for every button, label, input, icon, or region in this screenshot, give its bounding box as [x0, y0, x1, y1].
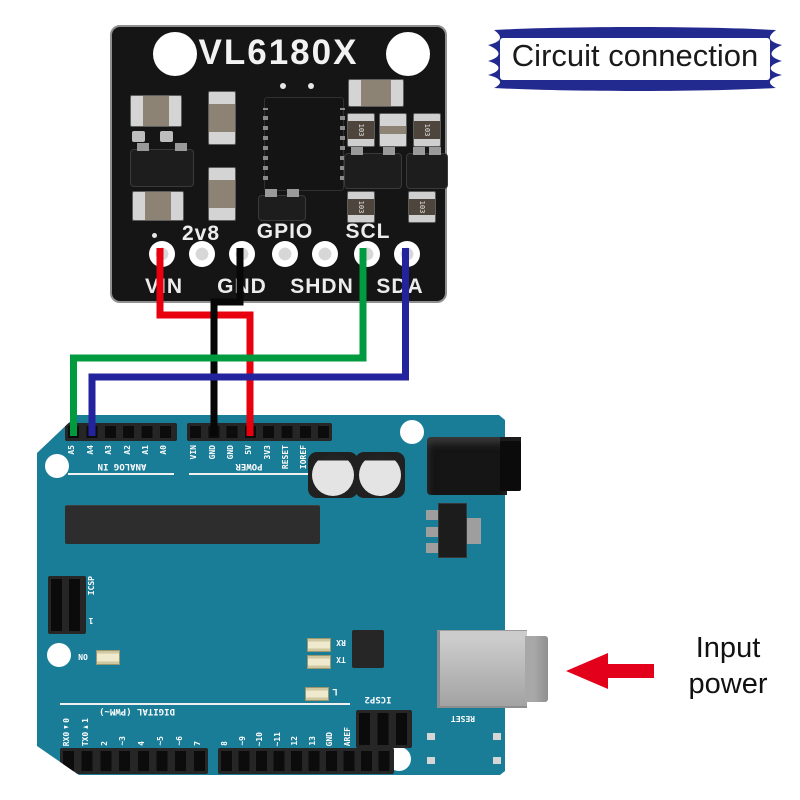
icsp-header [48, 576, 86, 634]
pin-label-scl: SCL [345, 220, 391, 243]
scl-wire [70, 248, 367, 436]
smd-capacitor [379, 113, 407, 147]
via-dot [280, 83, 286, 89]
tx-led [307, 655, 331, 669]
usb-connector-cap [525, 636, 548, 702]
silkscreen-line [68, 473, 174, 475]
smd-capacitor: 103 [413, 113, 441, 147]
reset-tab [427, 733, 435, 740]
pin-shdn [312, 241, 338, 267]
power-header [187, 423, 332, 441]
banner-ribbon-inner [500, 38, 770, 80]
smd-resistor [348, 79, 404, 107]
transistor [406, 147, 448, 189]
mcu-chip [352, 630, 384, 668]
pin-label-shdn: SHDN [290, 275, 354, 298]
reset-tab [427, 757, 435, 764]
digital-header-low [60, 748, 208, 774]
power-jack-cap [500, 441, 521, 491]
electrolytic-capacitor [355, 452, 405, 498]
silkscreen-line [60, 703, 350, 705]
l-led [305, 687, 329, 701]
sda-wire [88, 248, 409, 436]
digital-header-high [218, 748, 394, 774]
regulator-tab [465, 518, 481, 544]
pin-gpio [272, 241, 298, 267]
mounting-hole [47, 643, 71, 667]
transistor [130, 143, 194, 187]
voltage-regulator [438, 503, 467, 558]
mounting-hole [45, 454, 69, 478]
smd-resistor [208, 91, 236, 145]
smd-capacitor: 103 [347, 191, 375, 223]
arrow-shape [566, 653, 654, 689]
smd-component [258, 189, 306, 221]
vl6180x-ic [263, 97, 345, 191]
input-power-line2: power [688, 668, 768, 700]
usb-connector [437, 630, 527, 708]
regulator-pad [426, 527, 438, 537]
input-power-label: Input power [658, 630, 798, 702]
mounting-hole [400, 420, 424, 444]
smd-capacitor: 103 [408, 191, 436, 223]
silkscreen-line [189, 473, 309, 475]
mounting-hole [386, 32, 430, 76]
pin-label-2v8: 2v8 [181, 222, 221, 245]
title-banner: Circuit connection [478, 24, 792, 94]
on-led [96, 650, 120, 665]
power-jack [427, 437, 507, 495]
input-power-arrow [566, 653, 654, 689]
pin1-dot [152, 233, 157, 238]
via-dot [308, 83, 314, 89]
transistor [344, 147, 402, 189]
smd-resistor [130, 95, 182, 127]
smd-capacitor: 103 [347, 113, 375, 147]
electrolytic-capacitor [308, 452, 358, 498]
banner-ribbon [488, 27, 782, 91]
regulator-pad [426, 543, 438, 553]
mounting-hole [153, 32, 197, 76]
reset-tab [493, 733, 501, 740]
icsp2-header [356, 710, 412, 748]
smd-resistor [208, 167, 236, 221]
vl6180x-board: VL6180X 103 103 103 103 2v8 GPIO SCL [110, 25, 448, 303]
pin-scl [354, 241, 380, 267]
pin-2v8 [189, 241, 215, 267]
pin-label-sda: SDA [376, 275, 424, 298]
ground-wire [210, 248, 244, 436]
socket-strip [65, 505, 320, 544]
reset-tab [493, 757, 501, 764]
input-power-line1: Input [695, 632, 761, 664]
smd-pad [132, 131, 145, 142]
smd-resistor [132, 191, 184, 221]
pin-label-gpio: GPIO [256, 220, 314, 243]
smd-pad [160, 131, 173, 142]
rx-led [307, 638, 331, 652]
sensor-title: VL6180X [198, 33, 359, 72]
banner-label: Circuit connection [511, 38, 759, 73]
regulator-pad [426, 510, 438, 520]
